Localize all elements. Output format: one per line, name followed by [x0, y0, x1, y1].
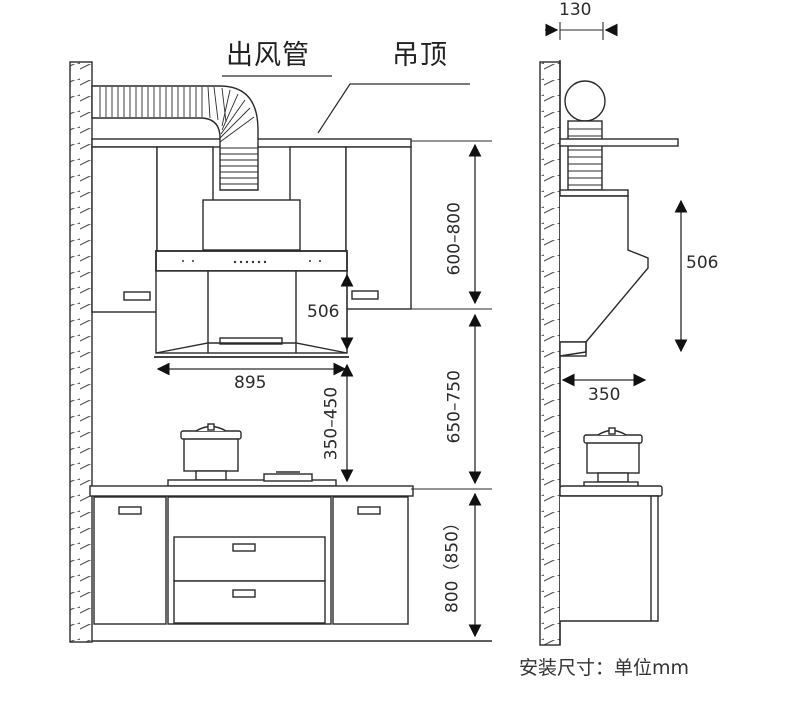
- cabinet-handle-right: [351, 290, 379, 300]
- duct-cross-section: [564, 80, 606, 122]
- side-wall: [539, 61, 561, 646]
- side-view: [539, 22, 688, 646]
- upper-cabinet-left: [91, 146, 158, 313]
- hood-upper-cover: [202, 199, 301, 251]
- dim-hood-height-front: 506: [307, 302, 340, 322]
- dim-counter-to-cabinet: 650–750: [444, 370, 465, 444]
- pot-side: [583, 427, 643, 483]
- duct-label: 出风管: [226, 40, 310, 71]
- hood-indicators: [182, 260, 321, 264]
- dim-hood-width: 895: [234, 373, 267, 393]
- hood-panel: [155, 250, 348, 272]
- base-cabinet-left: [93, 496, 167, 625]
- dim-hood-height-side: 506: [686, 253, 719, 273]
- dim-counter-to-hood: 350–450: [321, 386, 342, 461]
- unit-note: 安装尺寸：单位mm: [519, 657, 690, 679]
- dim-duct-diameter: 130: [559, 0, 592, 20]
- cabinet-handle-left: [123, 291, 151, 301]
- duct-horizontal: [91, 85, 259, 191]
- countertop-front: [89, 485, 414, 497]
- base-cabinet-side: [560, 495, 659, 622]
- countertop-side: [559, 485, 663, 497]
- ceiling-side: [559, 138, 679, 147]
- dim-hood-depth: 350: [588, 385, 621, 405]
- hood-side-profile: [560, 195, 649, 343]
- dim-counter-height: 800（850）: [442, 514, 463, 613]
- ceiling-label: 吊顶: [392, 40, 448, 71]
- dim-cabinet-height: 600–800: [444, 202, 465, 276]
- base-cabinet-right: [332, 496, 409, 625]
- front-view: [69, 61, 492, 643]
- front-wall: [69, 61, 93, 643]
- upper-cabinet-right: [345, 146, 412, 310]
- pot-front: [180, 423, 242, 481]
- hood-handle: [219, 337, 283, 345]
